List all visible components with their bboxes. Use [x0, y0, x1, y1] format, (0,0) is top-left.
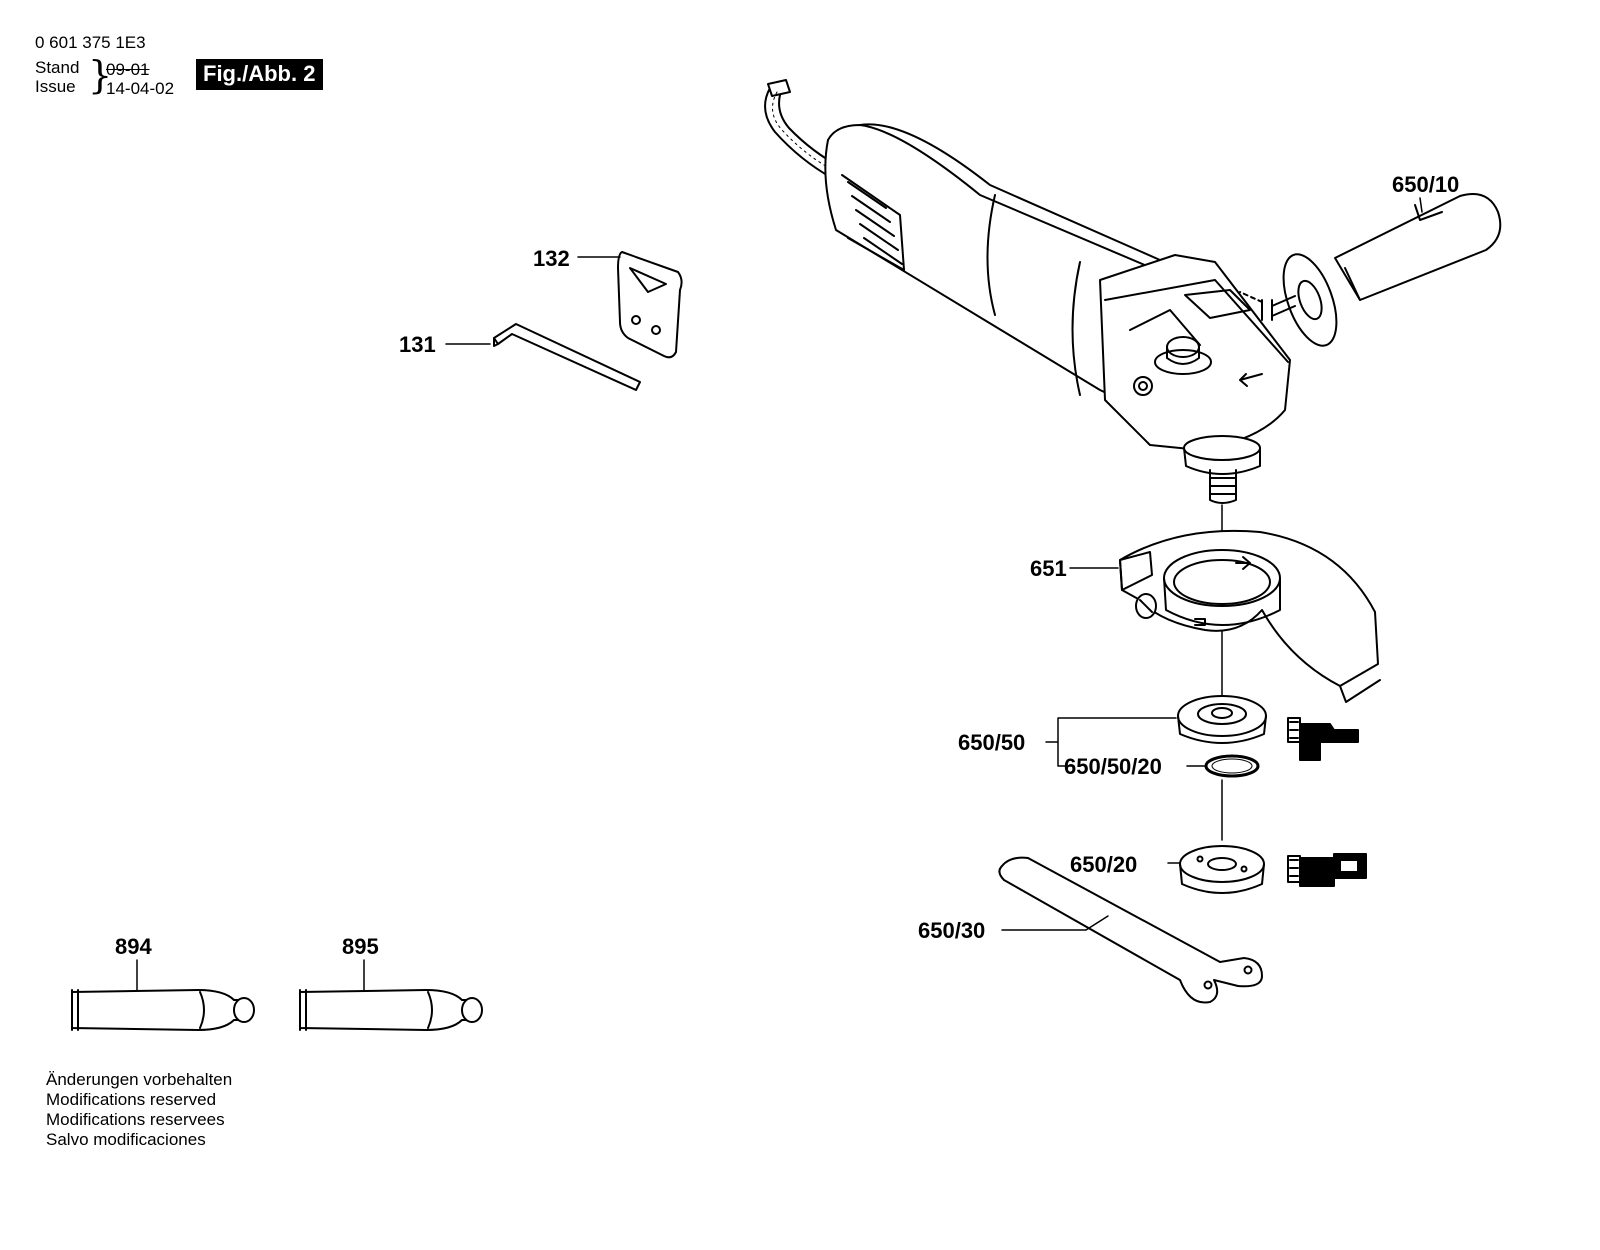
label-650-50: 650/50: [958, 730, 1025, 755]
label-650-50-20: 650/50/20: [1064, 754, 1162, 779]
label-650-30: 650/30: [918, 918, 985, 943]
part-131-hex-key: [493, 323, 641, 391]
label-894: 894: [115, 934, 152, 959]
part-650-50-20-o-ring: [1204, 754, 1260, 778]
label-650-10: 650/10: [1392, 172, 1459, 197]
part-894-grease-tube: [71, 989, 255, 1031]
part-651-guard: [1119, 529, 1381, 703]
part-650-50-flange: [1177, 695, 1359, 761]
part-650-20-clamping-nut: [1179, 845, 1367, 894]
figure-badge: Fig./Abb. 2: [196, 59, 324, 90]
angle-grinder-body: [764, 79, 1291, 504]
drawing-number: 0 601 375 1E3: [35, 33, 146, 52]
label-132: 132: [533, 246, 570, 271]
note-line: Modifications reserved: [46, 1090, 217, 1109]
leader-lines: [136, 197, 1423, 991]
label-895: 895: [342, 934, 379, 959]
note-line: Änderungen vorbehalten: [46, 1070, 233, 1089]
part-650-30-spanner: [998, 856, 1263, 1004]
note-line: Salvo modificaciones: [46, 1130, 206, 1149]
label-651: 651: [1030, 556, 1067, 581]
note-line: Modifications reservees: [46, 1110, 225, 1129]
brace-symbol: }: [88, 53, 113, 97]
modification-notes: Änderungen vorbehalten Modifications res…: [46, 1070, 232, 1150]
part-895-grease-tube: [299, 989, 483, 1031]
label-131: 131: [399, 332, 436, 357]
part-132-bracket: [617, 251, 683, 359]
label-650-20: 650/20: [1070, 852, 1137, 877]
auxiliary-handle: [1239, 193, 1502, 347]
stand-label: Stand: [35, 58, 80, 77]
old-date: 09-01: [106, 60, 150, 79]
issue-date: 14-04-02: [106, 79, 175, 98]
issue-label: Issue: [35, 77, 76, 96]
